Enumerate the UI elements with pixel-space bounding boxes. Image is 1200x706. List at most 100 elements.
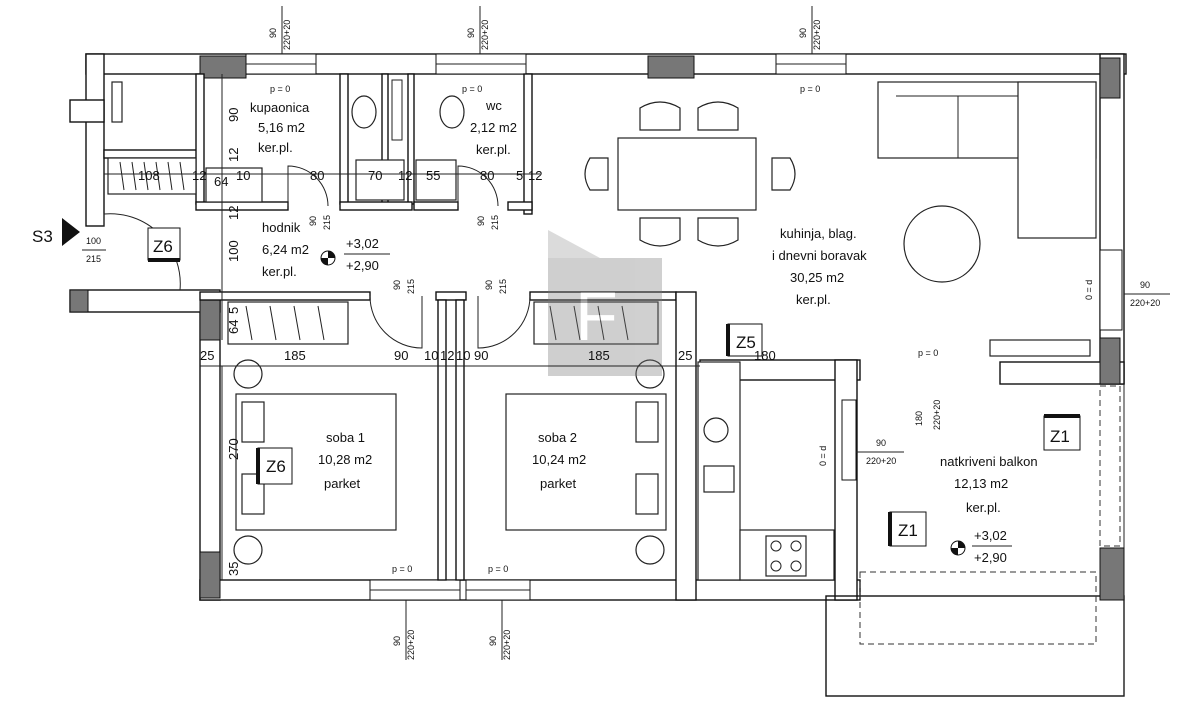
window-openings xyxy=(245,53,1123,601)
svg-text:220+20: 220+20 xyxy=(282,20,292,50)
svg-text:220+20: 220+20 xyxy=(480,20,490,50)
svg-text:p = 0: p = 0 xyxy=(270,84,290,94)
svg-text:0 = d: 0 = d xyxy=(818,446,828,466)
kuhinja-floor: ker.pl. xyxy=(796,292,831,307)
svg-text:12: 12 xyxy=(226,148,241,162)
svg-text:220+20: 220+20 xyxy=(1130,298,1160,308)
svg-text:0 = d: 0 = d xyxy=(1084,280,1094,300)
shower xyxy=(355,159,405,201)
wc-sink xyxy=(415,159,457,201)
svg-text:10: 10 xyxy=(456,348,470,363)
svg-text:55: 55 xyxy=(426,168,440,183)
svg-text:100: 100 xyxy=(226,240,241,262)
kupaonica-floor: ker.pl. xyxy=(258,140,293,155)
svg-text:p = 0: p = 0 xyxy=(918,348,938,358)
oven-icon xyxy=(703,417,729,443)
svg-text:90: 90 xyxy=(798,28,808,38)
svg-text:12: 12 xyxy=(528,168,542,183)
svg-text:25: 25 xyxy=(200,348,214,363)
hodnik-floor: ker.pl. xyxy=(262,264,297,279)
dimension-lines: 108 12 64 10 80 70 12 55 80 5 12 90 12 1… xyxy=(104,74,776,580)
hodnik-name: hodnik xyxy=(262,220,301,235)
svg-text:+2,90: +2,90 xyxy=(346,258,379,273)
svg-text:215: 215 xyxy=(498,279,508,294)
svg-text:90: 90 xyxy=(226,108,241,122)
svg-text:64: 64 xyxy=(214,174,228,189)
svg-text:180: 180 xyxy=(914,411,924,426)
dining-set xyxy=(584,101,796,247)
balkon-floor: ker.pl. xyxy=(966,500,1001,515)
svg-text:80: 80 xyxy=(480,168,494,183)
svg-text:p = 0: p = 0 xyxy=(488,564,508,574)
svg-text:185: 185 xyxy=(284,348,306,363)
svg-text:220+20: 220+20 xyxy=(502,630,512,660)
watermark-logo: F xyxy=(548,230,662,376)
svg-text:90: 90 xyxy=(876,438,886,448)
svg-text:+2,90: +2,90 xyxy=(974,550,1007,565)
tv-unit xyxy=(989,339,1091,357)
svg-text:185: 185 xyxy=(588,348,610,363)
room-labels: kupaonica 5,16 m2 ker.pl. p = 0 wc 2,12 … xyxy=(250,84,1038,574)
svg-text:90: 90 xyxy=(476,216,486,226)
wardrobe-2 xyxy=(533,301,659,345)
wc-area: 2,12 m2 xyxy=(470,120,517,135)
soba2-floor: parket xyxy=(540,476,577,491)
balcony-parapet xyxy=(825,595,1125,697)
wall-left-upper xyxy=(85,53,105,227)
soba1-floor: parket xyxy=(324,476,361,491)
svg-text:90: 90 xyxy=(474,348,488,363)
soba1-area: 10,28 m2 xyxy=(318,452,372,467)
kuhinja-name-2: i dnevni boravak xyxy=(772,248,867,263)
kuhinja-area: 30,25 m2 xyxy=(790,270,844,285)
svg-text:12: 12 xyxy=(226,206,241,220)
marker-z1-top: Z1 xyxy=(1050,427,1070,446)
svg-text:5: 5 xyxy=(516,168,523,183)
level-markers: +3,02 +2,90 +3,02 +2,90 xyxy=(320,236,1012,565)
detail-markers: S3 Z6 Z5 Z6 Z1 Z1 xyxy=(32,218,1081,547)
bath-fixtures xyxy=(107,79,465,203)
svg-text:220+20: 220+20 xyxy=(812,20,822,50)
marker-z1-bottom: Z1 xyxy=(898,521,918,540)
wc-floor: ker.pl. xyxy=(476,142,511,157)
svg-text:12: 12 xyxy=(398,168,412,183)
wardrobe-1 xyxy=(227,301,349,345)
dining-table xyxy=(617,137,757,211)
svg-text:90: 90 xyxy=(1140,280,1150,290)
marker-s3: S3 xyxy=(32,227,53,246)
svg-text:5: 5 xyxy=(226,307,241,314)
radiator xyxy=(111,81,123,123)
svg-text:220+20: 220+20 xyxy=(932,400,942,430)
wall-right xyxy=(1099,53,1125,385)
soba2-name: soba 2 xyxy=(538,430,577,445)
svg-text:108: 108 xyxy=(138,168,160,183)
marker-z5: Z5 xyxy=(736,333,756,352)
svg-text:215: 215 xyxy=(406,279,416,294)
balcony-dashed xyxy=(859,571,1097,645)
cooktop xyxy=(765,535,807,577)
kupaonica-name: kupaonica xyxy=(250,100,310,115)
svg-text:215: 215 xyxy=(322,215,332,230)
bathtub xyxy=(107,157,197,195)
toilet-2 xyxy=(439,95,465,129)
soba2-area: 10,24 m2 xyxy=(532,452,586,467)
opening-annotations: 90 220+20 90 220+20 90 220+20 90 220+20 … xyxy=(82,6,1170,660)
kuhinja-name-1: kuhinja, blag. xyxy=(780,226,857,241)
svg-text:10: 10 xyxy=(236,168,250,183)
svg-text:70: 70 xyxy=(368,168,382,183)
coffee-table xyxy=(903,205,981,283)
svg-text:180: 180 xyxy=(754,348,776,363)
svg-text:12: 12 xyxy=(192,168,206,183)
wc-name: wc xyxy=(485,98,502,113)
svg-text:270: 270 xyxy=(226,438,241,460)
balkon-name: natkriveni balkon xyxy=(940,454,1038,469)
kitchen-sink xyxy=(703,465,735,493)
marker-z6-hall: Z6 xyxy=(153,237,173,256)
svg-text:p = 0: p = 0 xyxy=(800,84,820,94)
svg-text:35: 35 xyxy=(226,562,241,576)
kupaonica-area: 5,16 m2 xyxy=(258,120,305,135)
svg-text:90: 90 xyxy=(394,348,408,363)
svg-text:12: 12 xyxy=(440,348,454,363)
wall-balcony-top xyxy=(999,361,1125,385)
